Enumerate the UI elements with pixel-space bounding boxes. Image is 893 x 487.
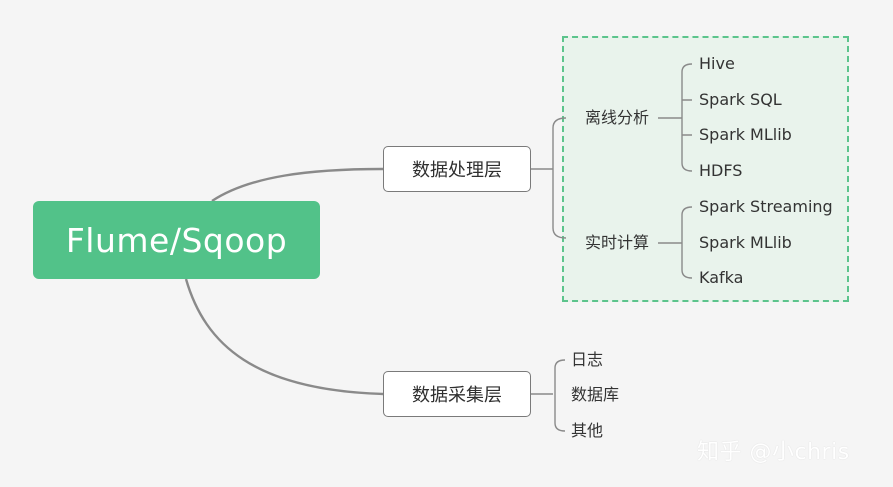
offline-item-spark-mllib[interactable]: Spark MLlib [699,125,792,144]
realtime-item-spark-streaming[interactable]: Spark Streaming [699,197,833,216]
processing-layer-node[interactable]: 数据处理层 [383,146,531,192]
collection-item-logs[interactable]: 日志 [571,350,604,369]
offline-item-hive[interactable]: Hive [699,54,735,73]
offline-item-spark-sql[interactable]: Spark SQL [699,90,782,109]
collection-layer-label: 数据采集层 [412,385,502,406]
realtime-item-kafka[interactable]: Kafka [699,268,744,287]
offline-analysis-node[interactable]: 离线分析 [585,108,650,127]
connector-root-processing [211,167,384,203]
connector-processing-bracket [531,117,567,239]
connector-root-collection [184,278,384,396]
root-node[interactable]: Flume/Sqoop [33,201,320,279]
collection-layer-node[interactable]: 数据采集层 [383,371,531,417]
collection-item-other[interactable]: 其他 [571,421,604,440]
highlight-region [562,36,849,302]
offline-item-hdfs[interactable]: HDFS [699,161,743,180]
watermark: 知乎 @小chris [697,440,850,465]
connector-collection-bracket [531,359,566,432]
realtime-item-spark-mllib[interactable]: Spark MLlib [699,233,792,252]
connector-offline-bracket [658,63,693,172]
connector-realtime-bracket [658,206,693,279]
collection-item-database[interactable]: 数据库 [571,385,620,404]
realtime-compute-node[interactable]: 实时计算 [585,233,650,252]
root-node-label: Flume/Sqoop [65,220,288,260]
processing-layer-label: 数据处理层 [412,160,502,181]
